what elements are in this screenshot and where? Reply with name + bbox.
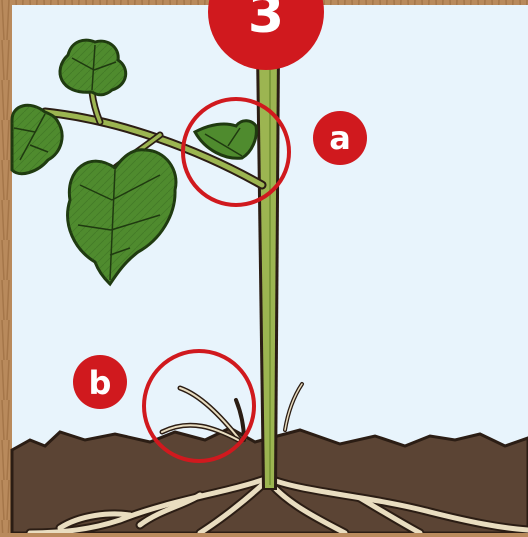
callout-a-label: a [329, 119, 351, 157]
callout-a: a [313, 111, 367, 165]
step-number: 3 [248, 0, 284, 45]
callout-b-label: b [89, 364, 112, 402]
top-leaf [60, 40, 126, 95]
callout-b: b [73, 355, 127, 409]
